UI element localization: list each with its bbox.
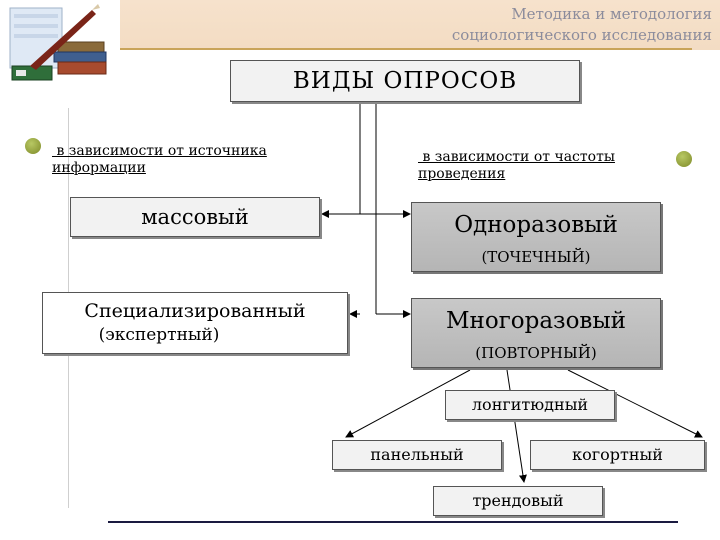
box-onetime-sub: (ТОЧЕЧНЫЙ) <box>412 247 660 267</box>
box-longitudinal: лонгитюдный <box>445 390 615 420</box>
bottom-divider <box>108 521 678 523</box>
box-mass: массовый <box>70 197 320 237</box>
box-onetime: Одноразовый (ТОЧЕЧНЫЙ) <box>411 202 661 272</box>
criterion-source: в зависимости от источника информации <box>52 143 267 177</box>
box-panel: панельный <box>332 440 502 470</box>
criterion-frequency: в зависимости от частоты проведения <box>418 149 615 183</box>
box-onetime-label: Одноразовый <box>412 211 660 239</box>
box-panel-label: панельный <box>370 445 463 464</box>
box-trend: трендовый <box>433 486 603 516</box>
box-repeated-sub: (ПОВТОРНЫЙ) <box>412 343 660 363</box>
box-longitudinal-label: лонгитюдный <box>472 395 588 414</box>
box-repeated-label: Многоразовый <box>412 307 660 335</box>
box-specialized: Специализированный (экспертный) <box>42 292 348 354</box>
page-title: ВИДЫ ОПРОСОВ <box>230 60 580 102</box>
title-text: ВИДЫ ОПРОСОВ <box>293 68 517 94</box>
bullet-left <box>25 138 41 154</box>
box-mass-label: массовый <box>141 205 249 229</box>
box-specialized-sub: (экспертный) <box>0 323 347 347</box>
arrow-to-trend <box>507 370 524 482</box>
box-repeated: Многоразовый (ПОВТОРНЫЙ) <box>411 298 661 368</box>
bullet-right <box>676 151 692 167</box>
box-cohort: когортный <box>530 440 705 470</box>
criterion-source-line-2: информации <box>52 160 267 177</box>
criterion-source-line-1: в зависимости от источника <box>52 143 267 160</box>
box-specialized-label: Специализированный <box>43 299 347 323</box>
criterion-frequency-line-2: проведения <box>418 166 615 183</box>
box-cohort-label: когортный <box>572 445 663 464</box>
criterion-frequency-line-1: в зависимости от частоты <box>418 149 615 166</box>
box-trend-label: трендовый <box>472 491 563 510</box>
